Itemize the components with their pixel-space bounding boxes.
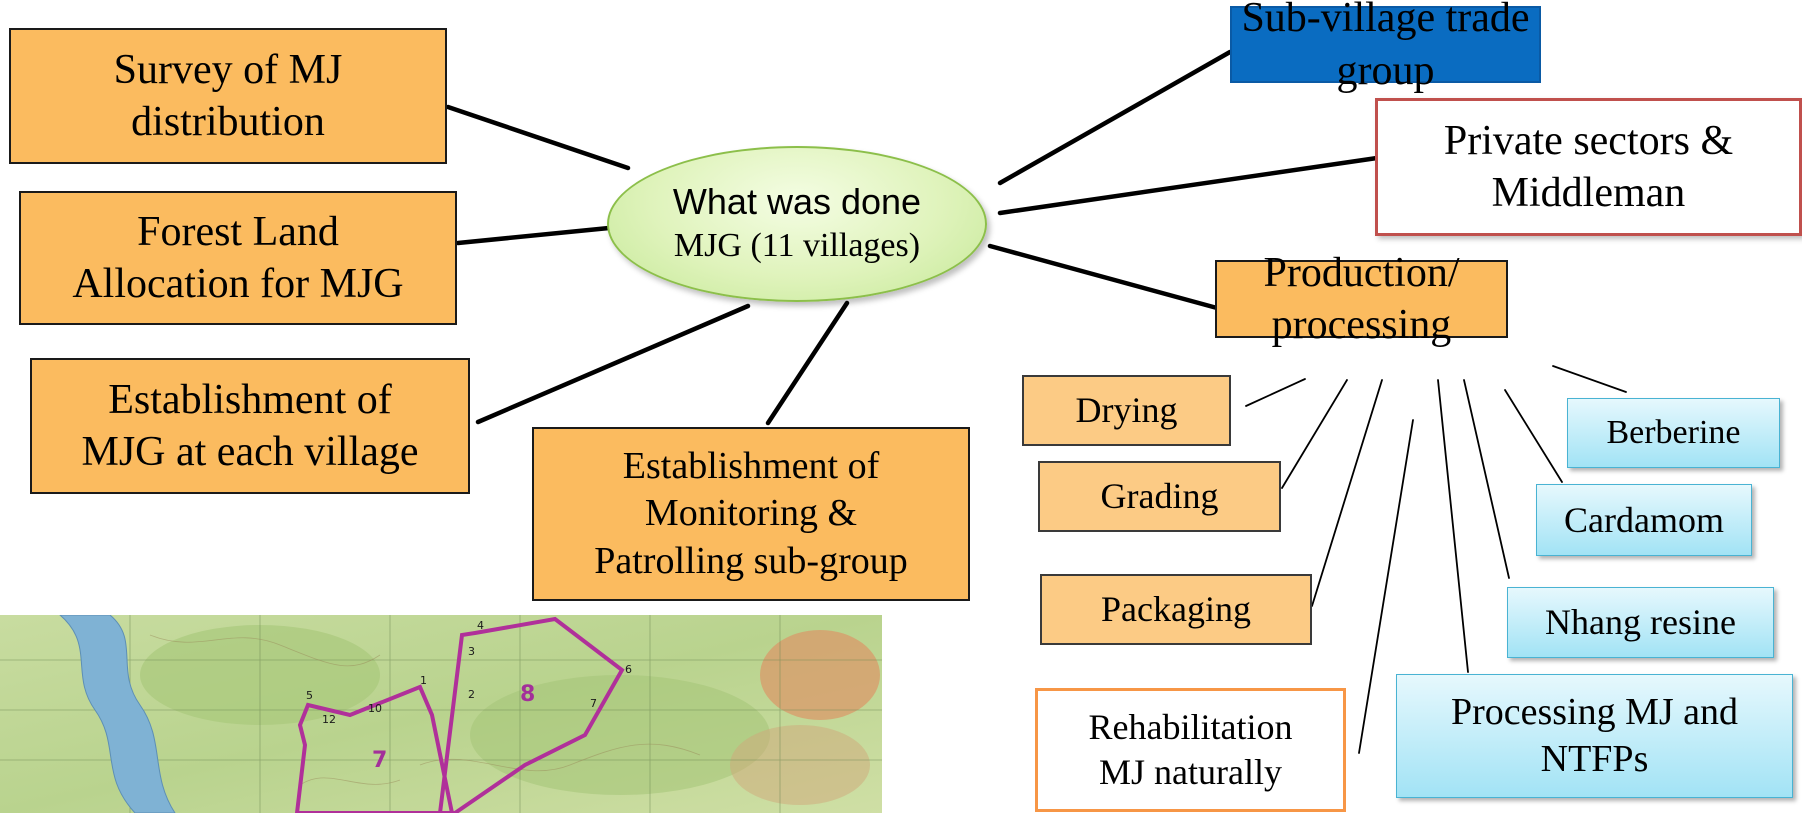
rehabilitation-box: Rehabilitation MJ naturally bbox=[1035, 688, 1346, 812]
berberine-label: Berberine bbox=[1606, 413, 1741, 451]
nhang-resine-label: Nhang resine bbox=[1545, 602, 1736, 642]
rehabilitation-line2: MJ naturally bbox=[1099, 752, 1282, 792]
grading-box: Grading bbox=[1038, 461, 1281, 532]
map-area-label: 8 bbox=[520, 682, 535, 707]
nhang-resine-box: Nhang resine bbox=[1507, 587, 1774, 658]
map-label: 5 bbox=[306, 689, 313, 702]
survey-line1: Survey of MJ bbox=[113, 46, 343, 93]
drying-box: Drying bbox=[1022, 375, 1231, 446]
private-sectors-box: Private sectors & Middleman bbox=[1375, 98, 1802, 236]
grading-label: Grading bbox=[1100, 476, 1219, 516]
establishment-mjg-box: Establishment of MJG at each village bbox=[30, 358, 470, 494]
map-area-label: 7 bbox=[372, 748, 387, 773]
monitoring-line3: Patrolling sub-group bbox=[594, 539, 908, 582]
packaging-label: Packaging bbox=[1101, 589, 1251, 629]
map-label: 7 bbox=[590, 697, 597, 710]
rehabilitation-line1: Rehabilitation bbox=[1088, 707, 1293, 747]
private-sectors-line2: Middleman bbox=[1491, 170, 1686, 216]
map-label: 6 bbox=[625, 663, 632, 676]
survey-line2: distribution bbox=[131, 99, 325, 145]
drying-label: Drying bbox=[1075, 390, 1178, 430]
private-sectors-line1: Private sectors & bbox=[1443, 117, 1734, 164]
processing-mj-line1: Processing MJ and bbox=[1450, 690, 1739, 733]
establishment-mjg-line1: Establishment of bbox=[108, 376, 392, 423]
forest-land-box: Forest Land Allocation for MJG bbox=[19, 191, 457, 325]
center-title: What was done bbox=[672, 181, 922, 223]
map-label: 4 bbox=[477, 619, 484, 632]
map-label: 10 bbox=[368, 702, 382, 715]
map-label: 1 bbox=[420, 674, 427, 687]
production-processing-label: Production/ processing bbox=[1263, 249, 1460, 349]
center-subtitle: MJG (11 villages) bbox=[673, 227, 921, 265]
establishment-mjg-line2: MJG at each village bbox=[81, 429, 419, 475]
monitoring-line1: Establishment of bbox=[622, 444, 880, 487]
packaging-box: Packaging bbox=[1040, 574, 1312, 645]
cardamom-label: Cardamom bbox=[1564, 499, 1724, 540]
map-label: 3 bbox=[468, 645, 475, 658]
center-node: What was done MJG (11 villages) bbox=[607, 146, 987, 302]
processing-mj-line2: NTFPs bbox=[1540, 738, 1649, 780]
sub-village-trade-label: Sub-village trade group bbox=[1241, 0, 1530, 94]
processing-mj-box: Processing MJ and NTFPs bbox=[1396, 674, 1793, 798]
production-processing-box: Production/ processing bbox=[1215, 250, 1508, 348]
berberine-box: Berberine bbox=[1567, 398, 1780, 468]
cardamom-box: Cardamom bbox=[1536, 484, 1752, 556]
forest-land-line1: Forest Land bbox=[137, 208, 339, 255]
map-label: 2 bbox=[468, 688, 475, 701]
monitoring-line2: Monitoring & bbox=[644, 492, 858, 535]
village-map-image: 4 6 5 12 10 1 7 2 3 8 7 bbox=[0, 615, 882, 813]
monitoring-box: Establishment of Monitoring & Patrolling… bbox=[532, 427, 970, 601]
map-label: 12 bbox=[322, 713, 336, 726]
forest-land-line2: Allocation for MJG bbox=[72, 261, 404, 307]
survey-box: Survey of MJ distribution bbox=[9, 28, 447, 164]
sub-village-trade-box: Sub-village trade group bbox=[1230, 0, 1541, 94]
